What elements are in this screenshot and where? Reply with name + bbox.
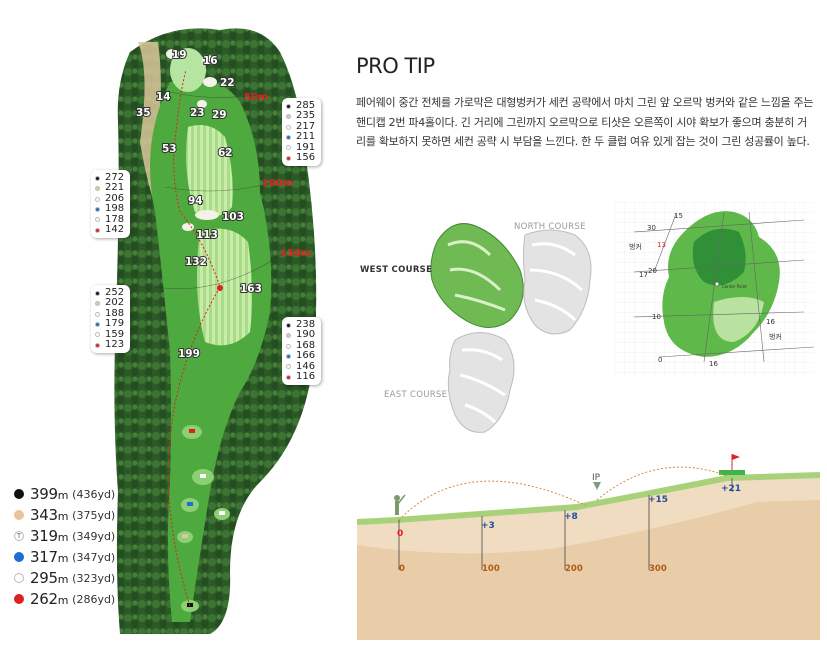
- tee-row: 262m(286yd): [14, 590, 115, 608]
- fairway-stripe: [186, 124, 233, 216]
- hole-map: 19 16 22 14 23 29 35 53 62 94 103 113 13…: [114, 28, 317, 634]
- marker: 29: [212, 109, 227, 121]
- svg-text:20: 20: [648, 267, 657, 275]
- west-course-label: WEST COURSE: [360, 265, 433, 275]
- distance-mark: 150m: [280, 248, 311, 259]
- svg-text:+15: +15: [648, 495, 668, 505]
- marker: 113: [196, 229, 218, 241]
- east-course-label: EAST COURSE: [384, 390, 448, 400]
- north-course-label: NORTH COURSE: [514, 222, 586, 232]
- tee-color-dot: [14, 510, 24, 520]
- yardage-box: 285 235 217 211 191 156: [282, 98, 322, 167]
- marker: 199: [178, 348, 200, 360]
- marker: 35: [136, 107, 151, 119]
- distance-mark: 50m: [244, 92, 268, 103]
- tee-color-dot: [14, 573, 24, 583]
- shot-line: [167, 69, 221, 607]
- pro-tip-text: 페어웨이 중간 전체를 가로막은 대형벙커가 세컨 공략에서 마치 그린 앞 오…: [356, 96, 814, 148]
- svg-text:0: 0: [658, 356, 662, 364]
- svg-text:100: 100: [482, 564, 500, 574]
- marker: 132: [185, 256, 207, 268]
- distance-mark: 100m: [262, 178, 293, 189]
- svg-text:벙커: 벙커: [629, 242, 642, 251]
- marker: 62: [218, 147, 233, 159]
- svg-text:10: 10: [652, 313, 661, 321]
- marker: 94: [188, 195, 203, 207]
- bunker: [166, 49, 178, 59]
- tee-row: 399m(436yd): [14, 485, 115, 503]
- marker: 22: [220, 77, 235, 89]
- tee-row: 343m(375yd): [14, 506, 115, 524]
- fairway-stripe-lower: [196, 228, 253, 346]
- svg-text:+21: +21: [721, 484, 741, 494]
- elevation-profile: IP 0 +3 +8 +15 +21 0 100 200 300: [357, 454, 820, 640]
- svg-text:200: 200: [565, 564, 583, 574]
- green: [170, 48, 206, 92]
- course-map: [430, 223, 592, 433]
- yardage-box: 252 202 188 179 159 123: [91, 285, 131, 354]
- yardage-box: 238 190 168 166 146 116: [282, 317, 322, 386]
- bunker: [197, 100, 207, 108]
- fairway: [150, 79, 272, 622]
- marker: 14: [156, 91, 171, 103]
- tee-color-dot: T: [14, 531, 24, 541]
- svg-text:0: 0: [399, 564, 405, 574]
- svg-text:16: 16: [709, 360, 718, 368]
- tee-row: 295m(323yd): [14, 569, 115, 587]
- svg-text:13: 13: [657, 241, 666, 249]
- marker: 23: [190, 107, 205, 119]
- svg-text:+8: +8: [564, 512, 578, 522]
- golfer-icon: [394, 494, 406, 515]
- svg-text:30: 30: [647, 224, 656, 232]
- bunker: [203, 77, 217, 87]
- bunker: [195, 210, 219, 220]
- svg-text:벙커: 벙커: [769, 332, 782, 341]
- svg-text:0: 0: [397, 529, 403, 539]
- tee-color-dot: [14, 552, 24, 562]
- svg-text:17: 17: [639, 271, 648, 279]
- green-map: 15 30 벙커 13 17 20 10 16 벙커 0 16 Center P…: [614, 202, 814, 377]
- marker: 103: [222, 211, 244, 223]
- tee-color-dot: [14, 594, 24, 604]
- waste-area: [138, 42, 165, 227]
- tee-color-dot: [14, 489, 24, 499]
- svg-text:IP: IP: [592, 473, 601, 483]
- pro-tip-title: PRO TIP: [356, 54, 435, 78]
- marker: 53: [162, 143, 177, 155]
- svg-text:16: 16: [766, 318, 775, 326]
- bunker: [202, 55, 214, 65]
- marker: 16: [203, 55, 218, 67]
- yardage-box: 272 221 206 198 178 142: [91, 170, 131, 239]
- tee-row: 317m(347yd): [14, 548, 115, 566]
- svg-text:300: 300: [649, 564, 667, 574]
- svg-text:+3: +3: [481, 521, 495, 531]
- svg-text:Center Point: Center Point: [722, 284, 747, 289]
- bunker: [182, 223, 194, 231]
- marker: 163: [240, 283, 262, 295]
- svg-text:15: 15: [674, 212, 683, 220]
- marker: 19: [172, 49, 187, 61]
